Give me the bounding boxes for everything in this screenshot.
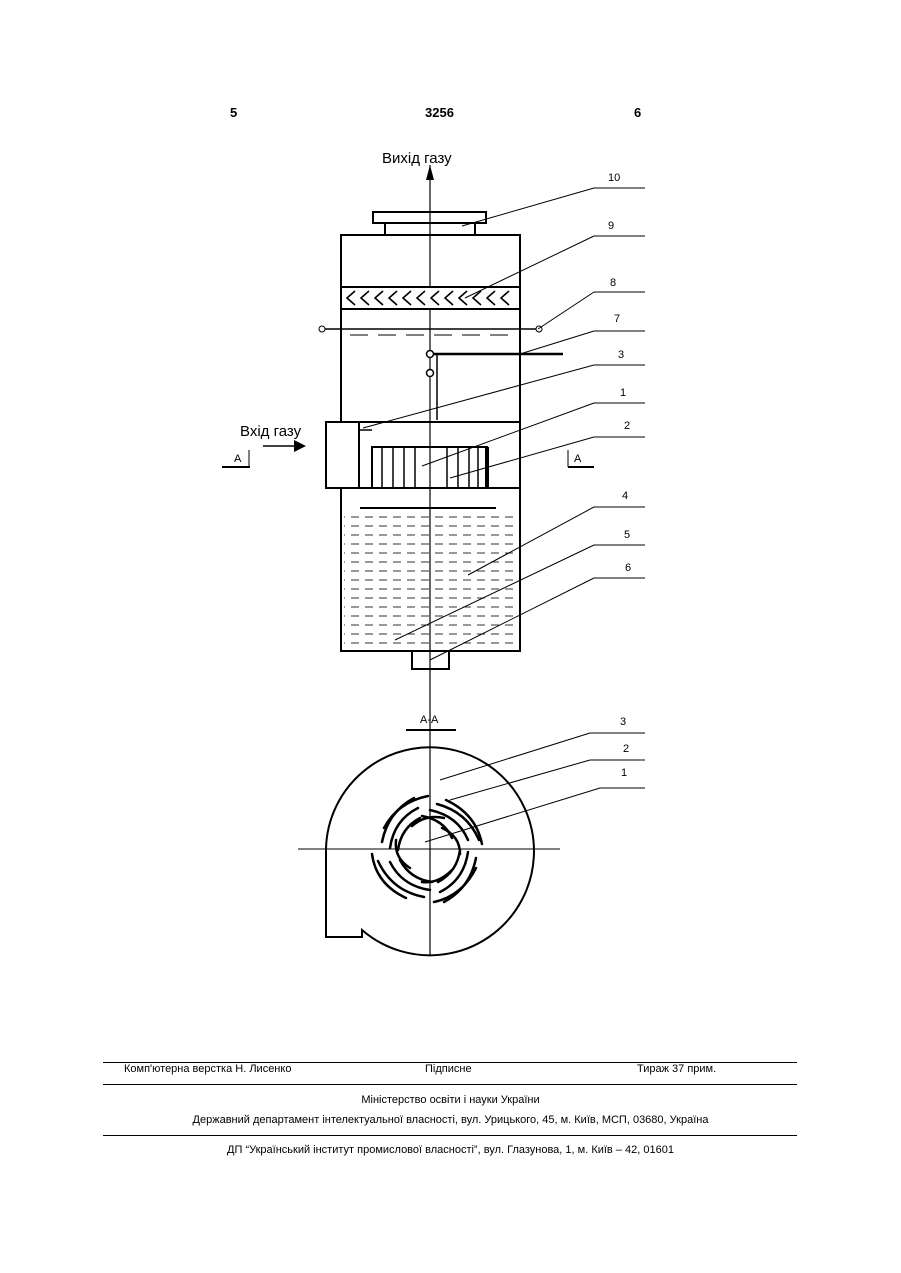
footer-institute: ДП “Український інститут промислової вла… xyxy=(0,1144,901,1156)
gas-out-label: Вихід газу xyxy=(382,150,452,167)
technical-drawing: Вихід газу Вхід газу А А xyxy=(0,0,901,1000)
footer-rule-bottom xyxy=(103,1135,797,1136)
footer-signed: Підписне xyxy=(425,1063,472,1075)
swirl-chamber xyxy=(326,422,520,488)
callout-2: 2 xyxy=(624,420,630,432)
gas-out-arrow xyxy=(426,165,434,180)
footer-typesetting: Комп'ютерна верстка Н. Лисенко xyxy=(124,1063,291,1075)
footer-department: Державний департамент інтелектуальної вл… xyxy=(0,1114,901,1126)
section-label: А-А xyxy=(420,714,439,726)
section-marker-right: А xyxy=(574,453,582,465)
footer-ministry: Міністерство освіти і науки України xyxy=(0,1094,901,1106)
liquid xyxy=(344,509,518,649)
callout-7: 7 xyxy=(614,313,620,325)
callout-bottom-1: 1 xyxy=(621,767,627,779)
footer-rule-middle xyxy=(103,1084,797,1085)
callout-6: 6 xyxy=(625,562,631,574)
gas-inlet-box xyxy=(326,422,359,488)
callout-10: 10 xyxy=(608,172,620,184)
callout-4: 4 xyxy=(622,490,628,502)
callout-5: 5 xyxy=(624,529,630,541)
callout-3: 3 xyxy=(618,349,624,361)
gas-in-label: Вхід газу xyxy=(240,423,302,440)
callout-1: 1 xyxy=(620,387,626,399)
section-marker-left: А xyxy=(234,453,242,465)
callout-8: 8 xyxy=(610,277,616,289)
callout-bottom-3: 3 xyxy=(620,716,626,728)
callout-bottom-2: 2 xyxy=(623,743,629,755)
callout-9: 9 xyxy=(608,220,614,232)
footer-circulation: Тираж 37 прим. xyxy=(637,1063,716,1075)
